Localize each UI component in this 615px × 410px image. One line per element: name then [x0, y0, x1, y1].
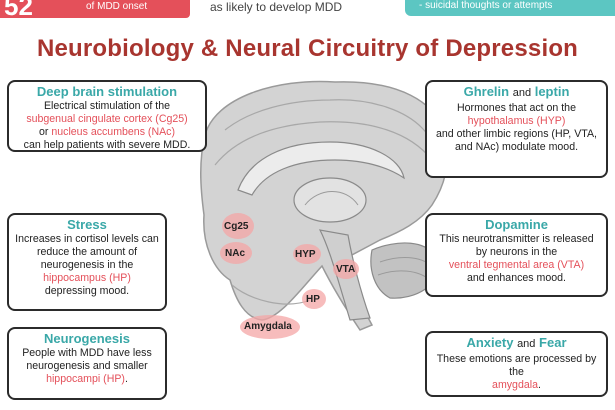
stress-text: Increases in cortisol levels can reduce … [15, 233, 159, 271]
dopamine-red: ventral tegmental area (VTA) [448, 259, 585, 271]
region-label-nac: NAc [225, 248, 246, 259]
dbs-red1: subgenual cingulate cortex (Cg25) [26, 113, 188, 125]
dopamine-heading: Dopamine [485, 217, 548, 232]
ghrelin-heading: Ghrelin [463, 84, 510, 99]
top-stat-text: of MDD onset [86, 1, 148, 12]
top-stat-banner: 52 of MDD onset [0, 0, 190, 21]
ghrelin-text2: and other limbic regions (HP, VTA, and N… [436, 128, 597, 153]
region-label-cg25: Cg25 [224, 221, 249, 232]
corpus-callosum [237, 141, 405, 196]
vta-glow [333, 259, 359, 279]
region-label-vta: VTA [336, 264, 356, 275]
dopamine-tail: and enhances mood. [467, 272, 566, 284]
anxiety-and: and [517, 338, 536, 350]
neurogenesis-heading: Neurogenesis [44, 331, 130, 346]
leptin-heading: leptin [534, 84, 570, 99]
dbs-line1: Electrical stimulation of the [43, 100, 170, 112]
cg25-glow [222, 213, 254, 239]
dbs-red2: nucleus accumbens (NAc) [51, 126, 176, 138]
dopamine-box: Dopamine This neurotransmitter is releas… [425, 213, 608, 297]
dbs-line3: can help patients with severe MDD. [23, 139, 191, 151]
ghrelin-and: and [512, 87, 532, 99]
page-title: Neurobiology & Neural Circuitry of Depre… [36, 35, 579, 62]
ghrelin-box: Ghrelin and leptin Hormones that act on … [425, 80, 608, 178]
region-label-hp: HP [306, 294, 320, 305]
dbs-or: or [38, 126, 49, 138]
stress-tail: depressing mood. [44, 285, 130, 297]
neurogenesis-text: People with MDD have less neurogenesis a… [22, 347, 152, 372]
neurogenesis-box: Neurogenesis People with MDD have less n… [7, 327, 167, 400]
top-middle-text: as likely to develop MDD [210, 0, 343, 14]
stress-heading: Stress [67, 217, 107, 232]
anxiety-heading: Anxiety [466, 335, 514, 350]
dbs-box: Deep brain stimulation Electrical stimul… [7, 80, 207, 152]
region-label-amygdala: Amygdala [244, 321, 292, 332]
anxiety-box: Anxiety and Fear These emotions are proc… [425, 331, 608, 397]
fear-heading: Fear [539, 335, 567, 350]
top-teal-banner: - suicidal thoughts or attempts [405, 0, 615, 16]
anxiety-tail: . [537, 379, 541, 391]
anxiety-red: amygdala [492, 379, 538, 391]
thalamus [293, 177, 367, 223]
nac-glow [220, 242, 252, 264]
ghrelin-text1: Hormones that act on the [457, 102, 576, 114]
stress-box: Stress Increases in cortisol levels can … [7, 213, 167, 311]
stress-red: hippocampus (HP) [43, 272, 131, 284]
neurogenesis-tail: . [124, 373, 128, 385]
hyp-glow [293, 244, 321, 264]
top-stat-number: 52 [4, 0, 33, 21]
region-label-hyp: HYP [295, 249, 316, 260]
dopamine-text: This neurotransmitter is released by neu… [439, 233, 594, 258]
hp-glow [302, 289, 326, 309]
ghrelin-red: hypothalamus (HYP) [467, 115, 566, 127]
amygdala-glow [240, 315, 300, 339]
dbs-heading: Deep brain stimulation [36, 84, 178, 99]
anxiety-text: These emotions are processed by the [436, 353, 597, 378]
neurogenesis-red: hippocampi (HP) [46, 373, 125, 385]
